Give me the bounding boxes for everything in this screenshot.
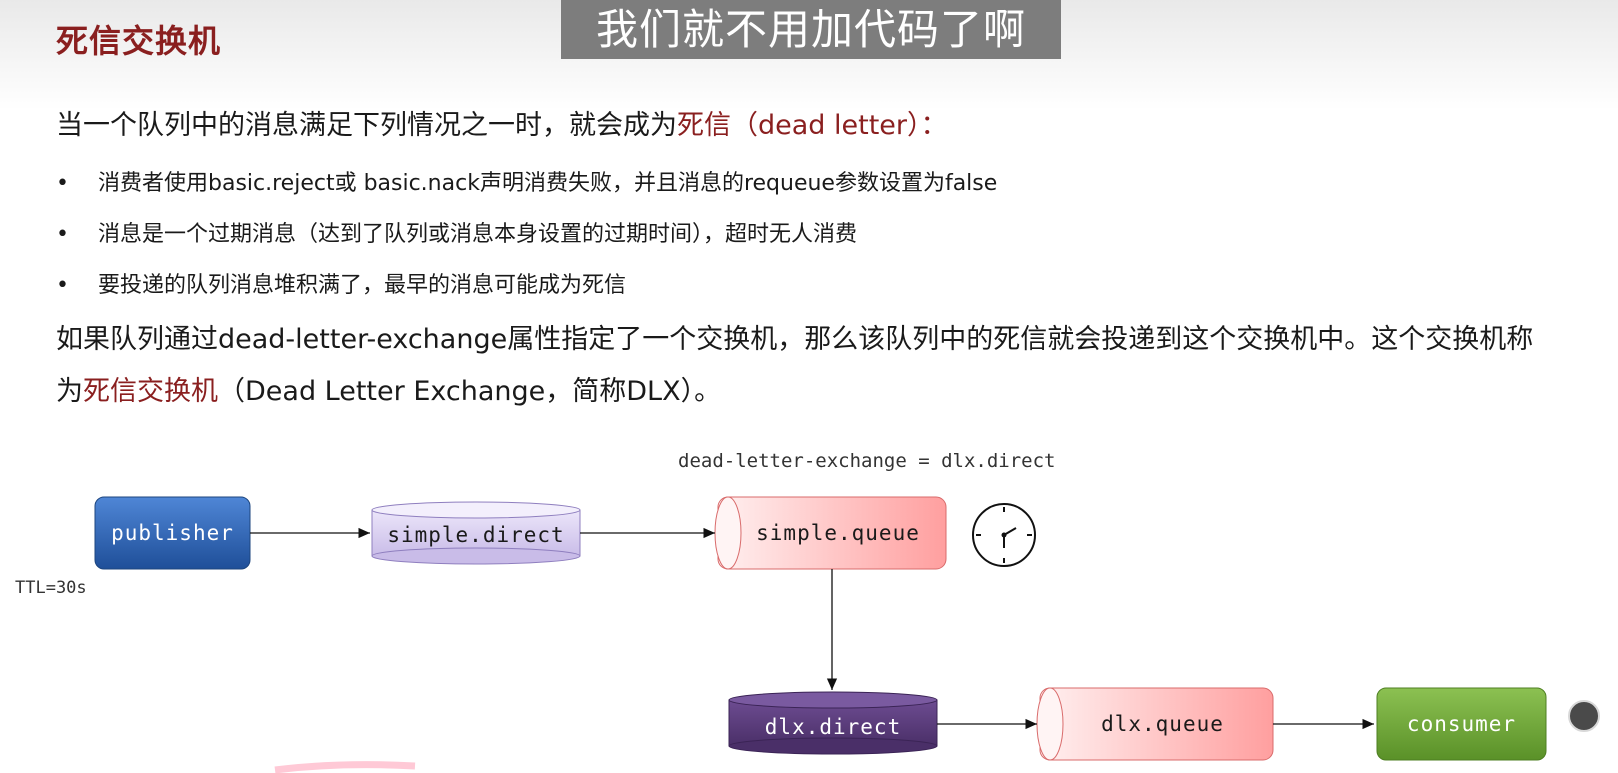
dlx-direct-exchange (728, 691, 938, 755)
bullet-icon: • (56, 222, 69, 247)
bullet-icon: • (56, 273, 69, 298)
simple-direct-label: simple.direct (387, 523, 565, 547)
ttl-label: TTL=30s (15, 578, 87, 598)
video-subtitle: 我们就不用加代码了啊 (561, 0, 1061, 59)
intro-text: 当一个队列中的消息满足下列情况之一时，就会成为 (56, 110, 677, 141)
bullet-item: • 要投递的队列消息堆积满了，最早的消息可能成为死信 (56, 267, 626, 299)
publisher-label: publisher (111, 521, 234, 545)
para-suffix: （Dead Letter Exchange，简称DLX）。 (218, 376, 722, 407)
bullet-text: 要投递的队列消息堆积满了，最早的消息可能成为死信 (98, 273, 627, 298)
slide-title: 死信交换机 (56, 22, 222, 60)
dlx-direct-label: dlx.direct (764, 715, 902, 739)
dlx-config-label: dead-letter-exchange = dlx.direct (678, 450, 1056, 472)
record-indicator[interactable] (1568, 700, 1600, 732)
para-highlight: 死信交换机 (83, 376, 218, 407)
bullet-item: • 消息是一个过期消息（达到了队列或消息本身设置的过期时间），超时无人消费 (56, 216, 857, 248)
consumer-node (1376, 687, 1547, 761)
annotation-stroke (274, 761, 416, 773)
para-text: 如果队列通过dead-letter-exchange属性指定了一个交换机，那么该… (56, 324, 1534, 407)
bullet-text: 消费者使用basic.reject或 basic.nack声明消费失败，并且消息… (98, 171, 998, 196)
clock-icon (972, 503, 1036, 567)
dlx-queue-label: dlx.queue (1101, 712, 1224, 736)
dlx-paragraph: 如果队列通过dead-letter-exchange属性指定了一个交换机，那么该… (56, 314, 1556, 418)
simple-queue-label: simple.queue (756, 521, 920, 545)
bullet-icon: • (56, 171, 69, 196)
consumer-label: consumer (1406, 712, 1517, 736)
intro-line: 当一个队列中的消息满足下列情况之一时，就会成为死信（dead letter）： (56, 103, 948, 142)
intro-highlight: 死信（dead letter）： (677, 110, 948, 141)
bullet-text: 消息是一个过期消息（达到了队列或消息本身设置的过期时间），超时无人消费 (98, 222, 858, 247)
bullet-item: • 消费者使用basic.reject或 basic.nack声明消费失败，并且消… (56, 165, 997, 197)
